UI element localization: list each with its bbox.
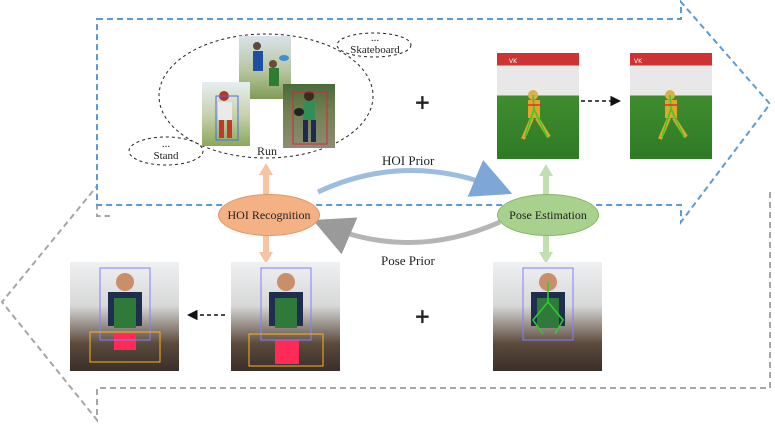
stand-text: Stand — [153, 150, 179, 162]
skateboard-label-ellipse — [336, 32, 412, 58]
svg-text:VK: VK — [509, 58, 518, 65]
hoi-prior-curve — [316, 159, 513, 197]
stand-label-ellipse — [128, 136, 204, 166]
run-text: Run — [256, 144, 277, 158]
cooking-pose-photo — [493, 262, 602, 371]
pose-estimation-label: Pose Estimation — [509, 207, 587, 222]
run-player-photo — [202, 82, 250, 146]
hoi-recognition-label: HOI Recognition — [227, 207, 311, 222]
stand-ellipsis: ... — [161, 138, 171, 150]
hoi-prior-label: HOI Prior — [382, 153, 435, 168]
hoi-plus-sign: + — [414, 90, 431, 114]
run-label: Run — [242, 145, 292, 157]
pose-plus-sign: + — [414, 304, 431, 328]
soccer-player-refined-photo: VK — [630, 53, 712, 159]
pose-estimation-node: Pose Estimation — [497, 194, 599, 236]
cooking-hoi-refined-photo — [70, 262, 179, 371]
cooking-hoi-photo — [231, 262, 340, 371]
svg-text:VK: VK — [634, 58, 643, 65]
pose-prior-label: Pose Prior — [381, 253, 435, 268]
pose-prior-curve — [312, 217, 502, 255]
hoi-branch-arrow — [96, 0, 772, 225]
stand-woman-photo — [283, 84, 335, 148]
hoi-recognition-node: HOI Recognition — [218, 194, 320, 236]
skateboard-photo — [239, 36, 291, 99]
skateboard-ellipsis: ... — [370, 32, 380, 44]
soccer-player-photo: VK — [497, 53, 579, 159]
activity-cluster-ellipse — [158, 33, 374, 159]
skateboard-label: ... Skateboard — [340, 32, 410, 56]
stand-label: ... Stand — [131, 138, 201, 162]
skateboard-text: Skateboard — [350, 44, 400, 56]
